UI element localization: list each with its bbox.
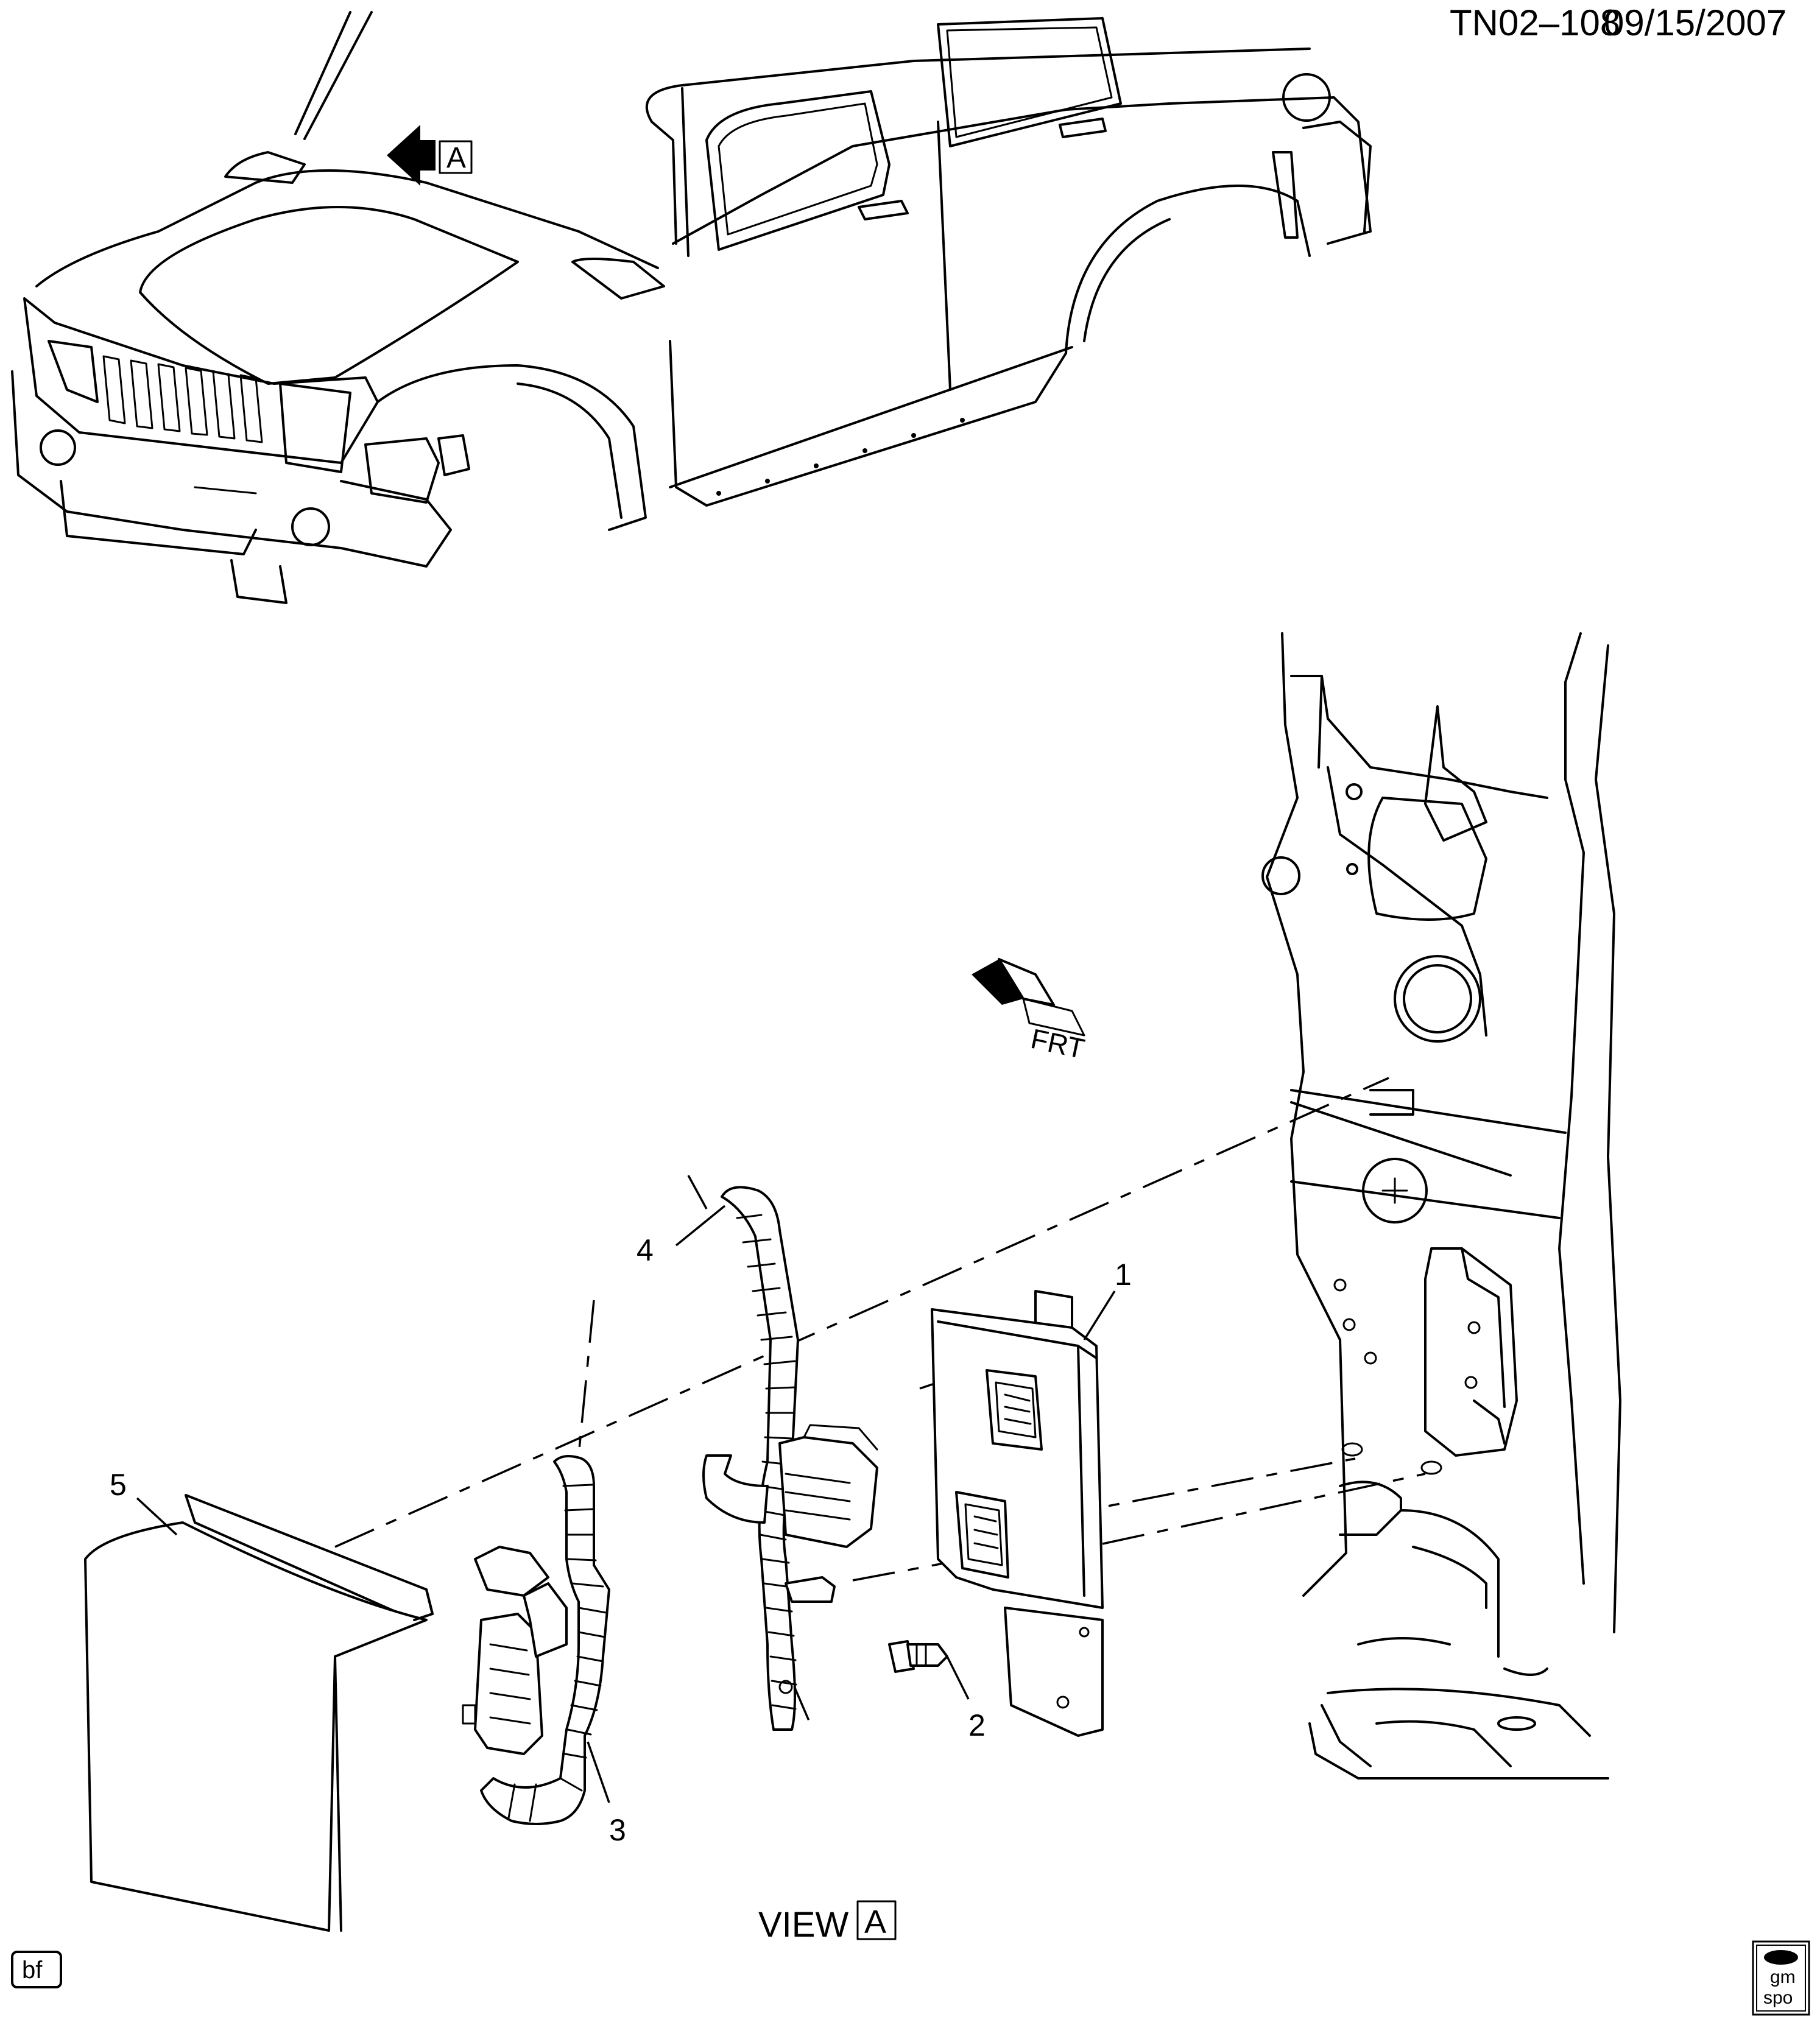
view-a-arrow-icon <box>387 125 436 186</box>
leader-lines <box>136 1205 1116 1803</box>
callout-4: 4 <box>637 1233 654 1267</box>
footer-tag: bf <box>11 1951 62 1988</box>
callout-2: 2 <box>968 1708 986 1742</box>
gm-spo-logo: gm spo <box>1752 1940 1810 2016</box>
vehicle-overview <box>11 11 1372 604</box>
front-label: FRT <box>1028 1023 1087 1065</box>
part-2-push-pin <box>888 1640 948 1673</box>
callout-3: 3 <box>609 1813 626 1847</box>
drawing-id: TN02–108 <box>1450 2 1620 43</box>
view-a-arrow: A <box>387 125 473 186</box>
b-pillar-structure <box>1261 632 1621 1780</box>
footer-tag-text: bf <box>22 1957 43 1984</box>
part-5-trim-panel <box>84 1494 434 1932</box>
front-direction-arrow: FRT <box>972 958 1087 1065</box>
part-1-control-module <box>931 1290 1104 1737</box>
front-direction-arrow-icon <box>972 959 1023 1005</box>
logo-spo: spo <box>1763 1988 1793 2008</box>
view-caption: VIEW A <box>758 1900 897 1945</box>
callout-1: 1 <box>1115 1258 1132 1292</box>
view-caption-ref: A <box>864 1904 886 1940</box>
view-caption-text: VIEW <box>758 1905 848 1945</box>
part-3-jumper-harness <box>462 1455 610 1825</box>
logo-gm: gm <box>1770 1967 1796 1987</box>
callout-5: 5 <box>110 1468 127 1502</box>
view-a-letter: A <box>446 142 466 174</box>
part-4-wiring-harness <box>702 1186 878 1731</box>
drawing-date: 09/15/2007 <box>1604 2 1786 43</box>
